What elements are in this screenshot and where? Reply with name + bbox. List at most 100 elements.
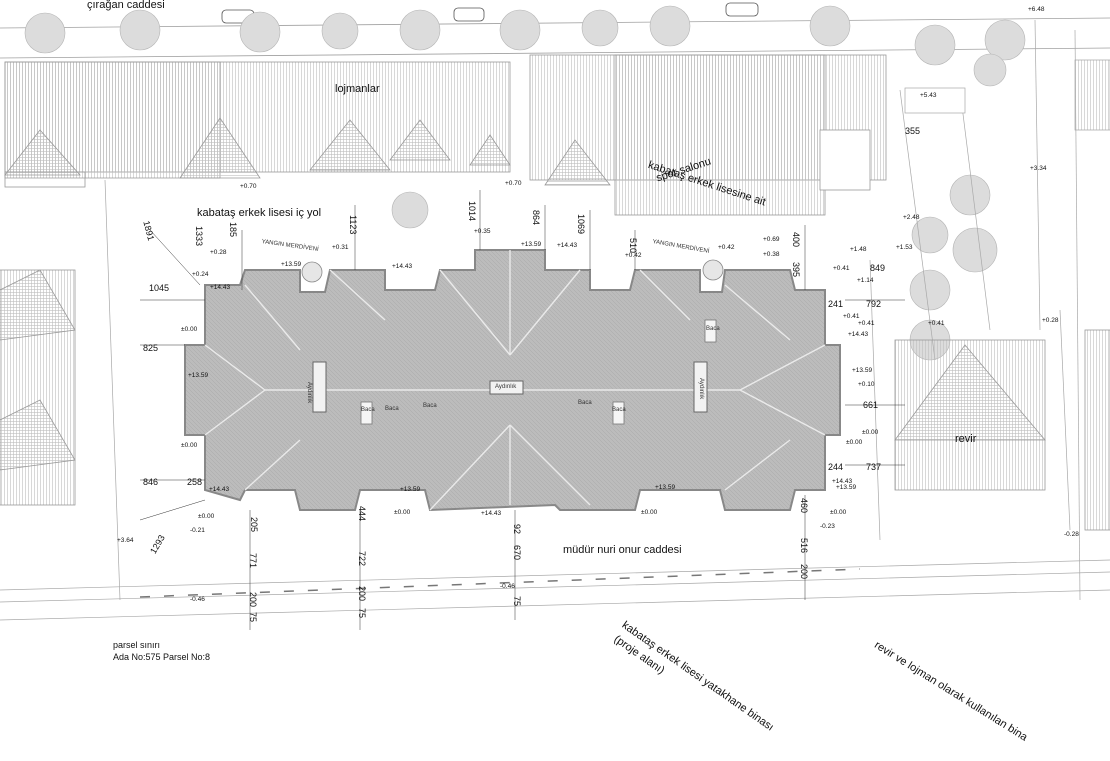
elev-364: +3.64 bbox=[117, 537, 134, 544]
dim-737: 737 bbox=[866, 462, 882, 472]
dim-1014: 1014 bbox=[467, 201, 477, 222]
dim-1123: 1123 bbox=[348, 215, 358, 235]
dim-200-c: 200 bbox=[799, 564, 809, 580]
dimension-lines bbox=[139, 190, 905, 630]
elev-046-b: -0.46 bbox=[500, 583, 515, 590]
revir-label: revir bbox=[955, 433, 977, 445]
elev-1443-b: +14.43 bbox=[210, 284, 231, 291]
aydinlik-label-3: Aydınlık bbox=[698, 378, 704, 400]
left-neighbour bbox=[0, 269, 76, 506]
aydinlik-label-2: Aydınlık bbox=[495, 384, 517, 390]
dim-400: 400 bbox=[791, 232, 801, 248]
elev-1443-d: +14.43 bbox=[848, 331, 869, 338]
elev-035: +0.35 bbox=[474, 228, 491, 235]
elev-000-b: ±0.00 bbox=[181, 442, 198, 449]
dim-771: 771 bbox=[248, 553, 258, 569]
baca-3 bbox=[704, 319, 717, 343]
baca-2 bbox=[612, 401, 625, 425]
dim-1069: 1069 bbox=[576, 214, 586, 235]
dim-661: 661 bbox=[863, 400, 879, 410]
elev-000-g: ±0.00 bbox=[641, 509, 658, 516]
aydinlik-2 bbox=[489, 380, 524, 395]
yangin-merdiveni-right bbox=[702, 259, 724, 281]
elev-1359-e: +13.59 bbox=[400, 486, 421, 493]
dim-510: 510 bbox=[628, 238, 638, 254]
dim-200-a: 200 bbox=[248, 592, 258, 608]
elev-042-a: +0.42 bbox=[625, 252, 642, 259]
aydinlik-1 bbox=[312, 361, 327, 413]
elev-024: +0.24 bbox=[192, 271, 209, 278]
elev-1443-a: +14.43 bbox=[557, 242, 578, 249]
dim-258: 258 bbox=[187, 477, 203, 487]
aydinlik-3 bbox=[693, 361, 708, 413]
elev-1359-d: +13.59 bbox=[188, 372, 209, 379]
elev-1359-b: +13.59 bbox=[281, 261, 302, 268]
dim-444: 444 bbox=[357, 506, 367, 522]
elev-1359-c: +13.59 bbox=[852, 367, 873, 374]
elev-1443-e: +14.43 bbox=[209, 486, 230, 493]
dim-516: 516 bbox=[799, 538, 809, 554]
elev-1443-f: +14.43 bbox=[481, 510, 502, 517]
dim-395: 395 bbox=[791, 262, 801, 278]
elev-1443-c: +14.43 bbox=[392, 263, 413, 270]
elev-334: +3.34 bbox=[1030, 165, 1047, 172]
elev-031: +0.31 bbox=[332, 244, 349, 251]
dim-241: 241 bbox=[828, 299, 844, 309]
lojmanlar-buildings bbox=[4, 54, 887, 216]
elev-000-a: ±0.00 bbox=[181, 326, 198, 333]
elev-1359-g: +13.59 bbox=[836, 484, 857, 491]
dim-792: 792 bbox=[866, 299, 882, 309]
yangin-merdiveni-left bbox=[301, 261, 323, 283]
dim-200-b: 200 bbox=[357, 586, 367, 602]
baca-label-4: Baca bbox=[612, 407, 626, 413]
roof-outline bbox=[184, 249, 841, 512]
dim-92: 92 bbox=[512, 524, 522, 535]
dim-846: 846 bbox=[143, 477, 159, 487]
mudur-nuri-onur-label: müdür nuri onur caddesi bbox=[563, 544, 682, 556]
elev-023: -0.23 bbox=[820, 523, 835, 530]
baca-1 bbox=[360, 401, 373, 425]
revir-building bbox=[894, 329, 1110, 531]
elev-028-b: +0.28 bbox=[1042, 317, 1059, 324]
elev-1359-a: +13.59 bbox=[521, 241, 542, 248]
dim-825: 825 bbox=[143, 343, 159, 353]
dim-205: 205 bbox=[249, 517, 259, 533]
elev-000-e: ±0.00 bbox=[198, 513, 215, 520]
dim-244: 244 bbox=[828, 462, 844, 472]
ciragan-caddesi-label: çırağan caddesi bbox=[87, 0, 165, 11]
right-site-lines bbox=[0, 19, 1110, 621]
elev-041-d: +0.41 bbox=[928, 320, 945, 327]
dim-355: 355 bbox=[905, 126, 921, 136]
dim-75-b: 75 bbox=[357, 608, 367, 619]
elev-648: +6.48 bbox=[1028, 6, 1045, 13]
aydinlik-label-1: Aydınlık bbox=[306, 382, 312, 404]
elev-041-a: +0.41 bbox=[833, 265, 850, 272]
ada-parsel-label: Ada No:575 Parsel No:8 bbox=[113, 652, 211, 662]
elev-028-a: +0.28 bbox=[210, 249, 227, 256]
elev-070-b: +0.70 bbox=[505, 180, 522, 187]
elev-041-b: +0.41 bbox=[843, 313, 860, 320]
elev-069: +0.69 bbox=[763, 236, 780, 243]
elev-000-c: ±0.00 bbox=[862, 429, 879, 436]
dim-75-a: 75 bbox=[248, 612, 258, 623]
elev-010: +0.10 bbox=[858, 381, 875, 388]
elev-028-c: -0.28 bbox=[1064, 531, 1079, 538]
road-markers bbox=[139, 568, 861, 598]
elev-070-a: +0.70 bbox=[240, 183, 257, 190]
ic-yol-label: kabataş erkek lisesi iç yol bbox=[197, 207, 322, 219]
parsel-siniri-label: parsel sınırı bbox=[113, 640, 161, 650]
elev-248: +2.48 bbox=[903, 214, 920, 221]
dim-849: 849 bbox=[870, 263, 886, 273]
dim-1333: 1333 bbox=[194, 226, 204, 247]
dim-75-c: 75 bbox=[512, 596, 522, 607]
dim-1045: 1045 bbox=[149, 283, 170, 293]
baca-label-3: Baca bbox=[578, 400, 592, 406]
elev-000-f: ±0.00 bbox=[394, 509, 411, 516]
baca-label-2: Baca bbox=[423, 403, 437, 409]
elev-041-c: +0.41 bbox=[858, 320, 875, 327]
elev-1443-g: +14.43 bbox=[832, 478, 853, 485]
lojmanlar-label: lojmanlar bbox=[335, 83, 380, 95]
elev-038: +0.38 bbox=[763, 251, 780, 258]
dim-670: 670 bbox=[512, 545, 522, 561]
